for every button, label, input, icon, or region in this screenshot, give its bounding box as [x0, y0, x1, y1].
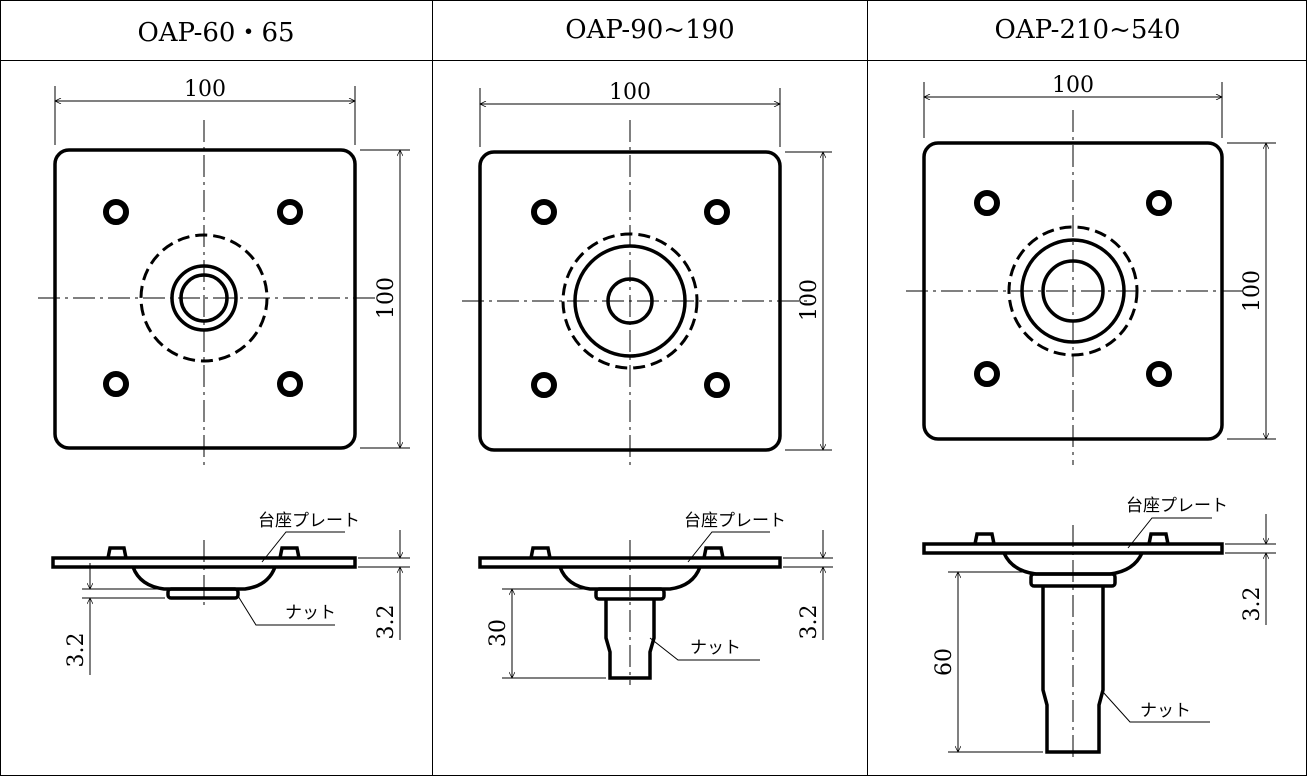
hidden-flange-circle	[561, 232, 699, 370]
boss-circle	[573, 244, 687, 358]
column-header-oap-60-65: OAP-60・65	[137, 17, 295, 48]
plate-label: 台座プレート	[684, 511, 786, 531]
left-bolt-head	[106, 546, 128, 559]
height-dimension-label: 100	[1240, 270, 1265, 312]
height-dimension-label: 100	[374, 277, 399, 319]
nut-height-dimension: 60	[932, 648, 957, 676]
bore-circle	[606, 277, 654, 325]
column-divider-2	[867, 0, 868, 776]
side-view-oap-210-540: 台座プレート ナット 3.2 60	[922, 496, 1276, 760]
nut-height-dimension: 30	[486, 619, 511, 647]
hidden-flange-circle	[1007, 225, 1139, 357]
plate-label: 台座プレート	[258, 511, 360, 531]
width-dimension-label: 100	[184, 77, 226, 102]
column-header-oap-90-190: OAP-90~190	[565, 15, 735, 45]
nut-outer-circle	[170, 264, 238, 332]
plate-label-leader	[261, 531, 345, 563]
top-view-oap-210-540: 100 100	[906, 73, 1276, 465]
nut-label: ナット	[690, 638, 741, 658]
bore-circle	[179, 273, 229, 323]
boss-circle	[1020, 238, 1126, 344]
nut-label-leader	[237, 595, 335, 626]
bolt-holes	[531, 199, 730, 398]
side-view-oap-60-65: 台座プレート ナット 3.2 3.2	[51, 511, 410, 675]
plate-thickness-dimension: 3.2	[797, 605, 822, 640]
column-divider-1	[432, 0, 433, 776]
bore-circle	[1041, 259, 1105, 323]
plate-label: 台座プレート	[1126, 496, 1228, 516]
right-bolt-head	[278, 546, 301, 559]
base-plate-outline	[53, 148, 357, 450]
nut-height-dimension: 3.2	[64, 633, 89, 668]
plate-thickness-dimension: 3.2	[1240, 587, 1265, 622]
top-view-oap-60-65: 100 100	[38, 77, 410, 470]
nut-profile	[166, 587, 240, 600]
bolt-holes	[974, 190, 1172, 387]
top-view-oap-90-190: 100 100	[462, 80, 832, 470]
plate-thickness-dimension: 3.2	[374, 605, 399, 640]
nut-label: ナット	[1140, 701, 1191, 721]
width-dimension-label: 100	[1052, 73, 1094, 98]
bolt-holes	[103, 199, 303, 397]
height-dimension-label: 100	[797, 279, 822, 321]
hidden-flange-circle	[139, 233, 269, 363]
column-header-oap-210-540: OAP-210~540	[994, 15, 1181, 45]
side-view-oap-90-190: 台座プレート ナット 3.2 30	[478, 511, 833, 685]
header-row-divider	[0, 60, 1307, 61]
width-dimension-label: 100	[609, 80, 651, 105]
nut-label: ナット	[285, 603, 336, 623]
